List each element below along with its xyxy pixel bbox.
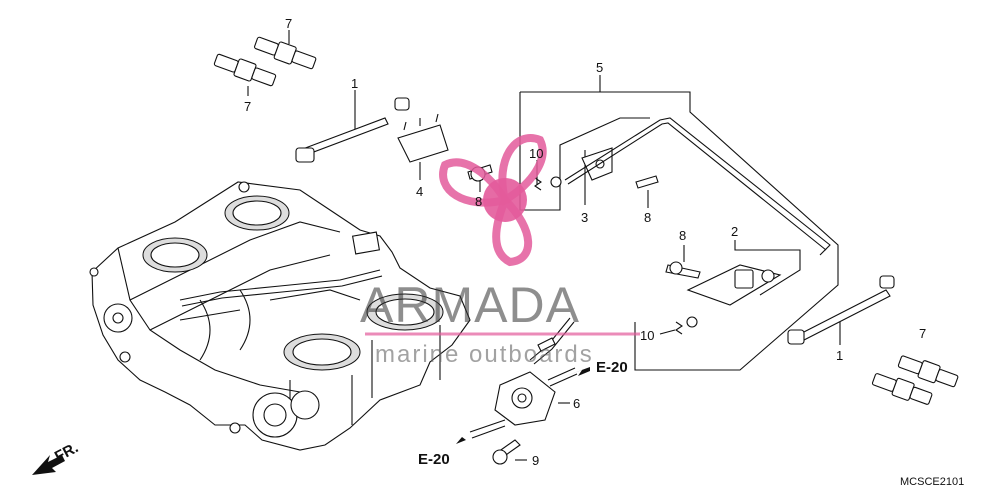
callout-1-bottom: 1 xyxy=(836,348,843,363)
ref-e20-right: E-20 xyxy=(596,359,628,376)
throttle-body-assembly xyxy=(89,181,471,451)
armada-watermark: ARMADA marine outboards xyxy=(360,134,640,368)
callout-7-left: 7 xyxy=(244,99,251,114)
callout-2: 2 xyxy=(731,224,738,239)
ref-e20-bottom: E-20 xyxy=(418,451,450,468)
leader-lines xyxy=(247,30,841,461)
callout-3: 3 xyxy=(581,210,588,225)
callout-8-right: 8 xyxy=(679,228,686,243)
front-direction-arrow xyxy=(32,455,65,475)
callout-4: 4 xyxy=(416,184,423,199)
callout-8-mid: 8 xyxy=(644,210,651,225)
e20-right-arrow xyxy=(560,367,590,378)
callout-7-top: 7 xyxy=(285,16,292,31)
callout-8-left: 8 xyxy=(475,194,482,209)
callout-10-bottom: 10 xyxy=(640,328,654,343)
callout-6: 6 xyxy=(573,396,580,411)
callout-9: 9 xyxy=(532,453,539,468)
callout-10-top: 10 xyxy=(529,146,543,161)
callout-5: 5 xyxy=(596,60,603,75)
callout-7-right: 7 xyxy=(919,326,926,341)
watermark-tagline: marine outboards xyxy=(375,341,594,368)
callout-1-top: 1 xyxy=(351,76,358,91)
diagram-code: MCSCE2101 xyxy=(900,476,964,488)
e20-bottom-arrow xyxy=(456,437,466,444)
small-parts xyxy=(213,36,959,465)
watermark-brand: ARMADA xyxy=(360,277,580,333)
callout-labels: 7 7 1 4 8 10 5 3 8 8 2 10 1 7 6 9 xyxy=(244,16,926,468)
propeller-logo xyxy=(439,134,547,267)
